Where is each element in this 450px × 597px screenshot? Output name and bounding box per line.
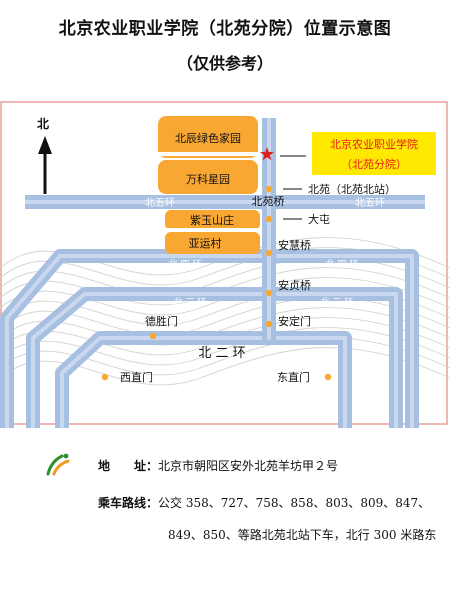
- bus-route-line1: 公交 358、727、758、858、803、809、847、: [158, 496, 431, 510]
- ring3-label: 北 三 环: [174, 297, 207, 308]
- ring3-label-right: 北 三 环: [321, 297, 354, 308]
- school-location-star-icon: [260, 147, 274, 161]
- page-subtitle: （仅供参考）: [176, 54, 273, 73]
- page-title: 北京农业职业学院（北苑分院）位置示意图: [58, 19, 392, 39]
- location-dots: [101, 185, 332, 381]
- label-anding: 安定门: [278, 314, 311, 328]
- bus-label: 乘车路线：: [98, 496, 159, 510]
- ring2-label: 北 二 环: [198, 346, 245, 361]
- school-callout-line1: 北京农业职业学院: [330, 137, 418, 151]
- block-wanke-label: 万科星园: [186, 172, 230, 186]
- block-beichen-label: 北辰绿色家园: [175, 131, 241, 145]
- north-arrow-icon: [38, 136, 52, 194]
- block-ziyu: [165, 210, 260, 230]
- school-logo-icon: [46, 453, 70, 476]
- block-yayun-label: 亚运村: [189, 236, 222, 250]
- bus-route-line2: 849、850、等路北苑北站下车，北行 300 米路东: [168, 528, 437, 542]
- label-anzhen: 安贞桥: [278, 278, 311, 292]
- north-label: 北: [37, 116, 49, 131]
- block-beichen: [158, 116, 258, 158]
- ring4-label: 北 四 环: [169, 259, 202, 270]
- ring4-label-right: 北 四 环: [326, 259, 359, 270]
- label-beiyuan: 北苑（北苑北站）: [308, 182, 396, 196]
- label-datun: 大屯: [308, 212, 330, 226]
- label-dongzhimen: 东直门: [277, 370, 310, 384]
- school-callout-line2: （北苑分院）: [341, 157, 407, 171]
- address-value: 北京市朝阳区安外北苑羊坊甲２号: [158, 459, 339, 473]
- block-ziyu-label: 紫玉山庄: [190, 213, 234, 227]
- address-label: 地 址：: [98, 459, 159, 473]
- ring-roads: [0, 249, 419, 428]
- ring5-label-left: 北五环: [145, 197, 175, 209]
- label-anhui: 安慧桥: [278, 238, 311, 252]
- label-beiyuan-bridge: 北苑桥: [252, 195, 285, 208]
- school-callout: [312, 132, 436, 175]
- location-map: 北辰绿色家园 万科星园 紫玉山庄 亚运村 北 北京农业职业学院 （北苑分院）: [0, 101, 450, 428]
- label-xizhimen: 西直门: [120, 370, 153, 384]
- block-divider: [158, 152, 258, 156]
- ring5-label-right: 北五环: [355, 197, 385, 209]
- block-yayun: [165, 232, 260, 254]
- block-wanke: [158, 160, 258, 194]
- label-deshengmen: 德胜门: [145, 314, 178, 328]
